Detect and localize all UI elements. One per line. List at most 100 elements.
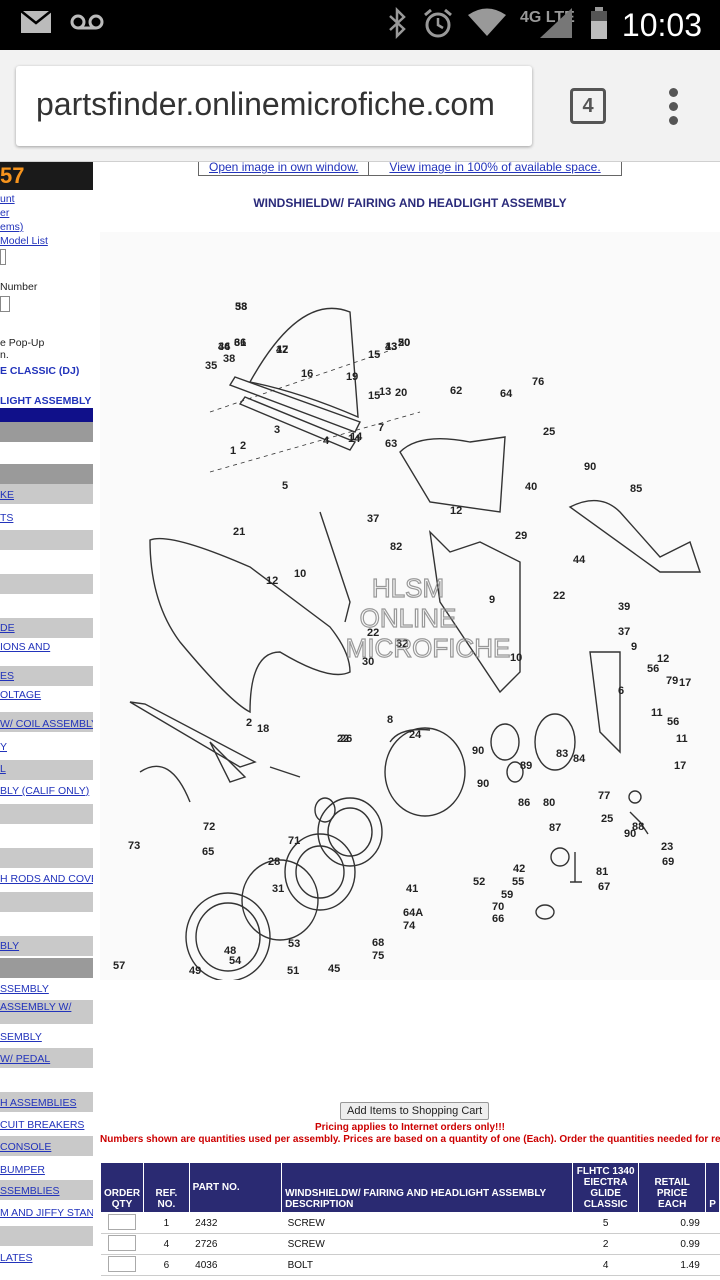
order-qty-input[interactable] [108, 1213, 137, 1230]
callout-number: 20 [398, 337, 410, 349]
sidebar-current-assembly[interactable]: LIGHT ASSEMBLY [0, 395, 92, 407]
sidebar-item[interactable]: BLY [0, 940, 20, 952]
callout-number: 62 [450, 385, 462, 397]
sidebar-band [0, 574, 93, 594]
overflow-menu-icon[interactable] [664, 88, 684, 128]
callout-number: 61 [234, 337, 246, 349]
sidebar-item[interactable]: W/ PEDAL [0, 1053, 51, 1065]
open-image-window-link[interactable]: Open image in own window. [209, 162, 359, 174]
tab-switcher-button[interactable]: 4 [570, 88, 606, 124]
description-cell: BOLT [281, 1254, 573, 1276]
callout-number: 16 [301, 368, 313, 380]
sidebar-item[interactable]: CONSOLE [0, 1141, 52, 1153]
view-image-full-link[interactable]: View image in 100% of available space. [389, 162, 601, 174]
callout-number: 63 [385, 438, 397, 450]
sidebar-part-number-button[interactable] [0, 296, 10, 312]
sidebar-item[interactable]: BLY (CALIF ONLY) [0, 785, 90, 797]
sidebar-model-name[interactable]: E CLASSIC (DJ) [0, 365, 80, 377]
model-qty-cell: 2 [572, 1233, 639, 1255]
order-qty-header: ORDER QTY [99, 1162, 145, 1213]
sidebar-item[interactable]: SEMBLY [0, 1031, 42, 1043]
callout-number: 53 [288, 938, 300, 950]
callout-number: 18 [257, 723, 269, 735]
callout-number: 14 [348, 433, 361, 445]
sidebar-link[interactable]: unt [0, 193, 15, 205]
watermark-line: HLSM [372, 573, 444, 603]
sidebar-item[interactable]: L [0, 763, 6, 775]
model-qty-header: FLHTC 1340 EIECTRA GLIDE CLASSIC [572, 1162, 639, 1213]
callout-number: 8 [387, 714, 393, 726]
sidebar-item[interactable]: H RODS AND COVER [0, 873, 93, 885]
callout-number: 72 [203, 821, 215, 833]
sidebar-item[interactable]: IONS AND [0, 641, 51, 653]
callout-number: 90 [624, 828, 636, 840]
sidebar-input[interactable] [0, 249, 6, 265]
order-qty-input[interactable] [108, 1255, 137, 1272]
assembly-title: WINDSHIELDW/ FAIRING AND HEADLIGHT ASSEM… [253, 196, 567, 210]
watermark-line: ONLINE [360, 603, 457, 633]
sidebar-item[interactable]: Y [0, 741, 8, 753]
callout-number: 65 [202, 846, 214, 858]
sidebar-item[interactable]: KE [0, 489, 15, 501]
callout-number: 11 [676, 733, 688, 745]
sidebar-item[interactable]: M AND JIFFY STAND [0, 1207, 93, 1219]
sidebar-label: e Pop-Up [0, 337, 45, 349]
sidebar-item[interactable]: DE [0, 622, 15, 634]
extra-header: P [705, 1162, 720, 1213]
sidebar-item[interactable]: BUMPER [0, 1164, 45, 1176]
browser-toolbar: partsfinder.onlinemicrofiche.com 4 [0, 50, 720, 162]
table-row: 6 4036 BOLT 4 1.49 [100, 1254, 720, 1276]
callout-number: 9 [489, 594, 495, 606]
bluetooth-icon [386, 6, 408, 44]
description-header: WINDSHIELDW/ FAIRING AND HEADLIGHT ASSEM… [281, 1162, 574, 1213]
callout-number: 19 [346, 371, 358, 383]
callout-number: 12 [657, 653, 669, 665]
sidebar-item[interactable]: W/ COIL ASSEMBLY [0, 718, 93, 730]
sidebar-item[interactable]: CUIT BREAKERS [0, 1119, 85, 1131]
page-content: 5 7 unt er ems) Model List Number e Pop-U… [0, 162, 720, 1280]
sidebar-item[interactable]: ASSEMBLY W/ [0, 1001, 72, 1013]
callout-number: 49 [189, 965, 201, 977]
callout-number: 28 [268, 856, 280, 868]
callout-number: 46 [218, 341, 230, 353]
callout-number: 4 [323, 435, 330, 447]
callout-number: 76 [532, 376, 544, 388]
callout-number: 6 [618, 685, 624, 697]
callout-number: 90 [477, 778, 489, 790]
callout-number: 56 [667, 716, 679, 728]
sidebar-label: Number [0, 281, 38, 293]
callout-number: 22 [553, 590, 565, 602]
sidebar-item[interactable]: SSEMBLIES [0, 1185, 60, 1197]
sidebar-item[interactable]: ES [0, 670, 15, 682]
sidebar-band [0, 666, 93, 686]
sidebar-link[interactable]: ems) [0, 221, 24, 233]
lte-signal-icon: 4G LTE [520, 6, 576, 45]
sidebar-item[interactable]: SSEMBLY [0, 983, 49, 995]
callout-number: 75 [372, 950, 384, 962]
model-qty-cell: 5 [572, 1212, 639, 1234]
part-no-header: PART NO. [188, 1162, 283, 1213]
callout-number: 30 [362, 656, 374, 668]
sidebar-item[interactable]: LATES [0, 1252, 33, 1264]
callout-number: 84 [573, 753, 586, 765]
callout-number: 66 [492, 913, 504, 925]
sidebar-model-list-link[interactable]: Model List [0, 235, 48, 247]
callout-number: 17 [679, 677, 691, 689]
sidebar-band [0, 712, 93, 732]
sidebar-item[interactable]: OLTAGE [0, 689, 42, 701]
address-bar[interactable]: partsfinder.onlinemicrofiche.com [16, 66, 532, 146]
callout-number: 3 [274, 424, 280, 436]
callout-number: 23 [661, 841, 673, 853]
sidebar-item[interactable]: TS [0, 512, 14, 524]
add-to-cart-button[interactable]: Add Items to Shopping Cart [340, 1102, 490, 1120]
callout-number: 55 [512, 876, 524, 888]
callout-number: 68 [372, 937, 384, 949]
callout-number: 2 [246, 717, 252, 729]
sidebar-band [0, 958, 93, 978]
callout-number: 7 [378, 422, 384, 434]
sidebar-link[interactable]: er [0, 207, 10, 219]
sidebar-item[interactable]: H ASSEMBLIES [0, 1097, 77, 1109]
callout-number: 13 [385, 341, 397, 353]
order-qty-input[interactable] [108, 1234, 137, 1251]
